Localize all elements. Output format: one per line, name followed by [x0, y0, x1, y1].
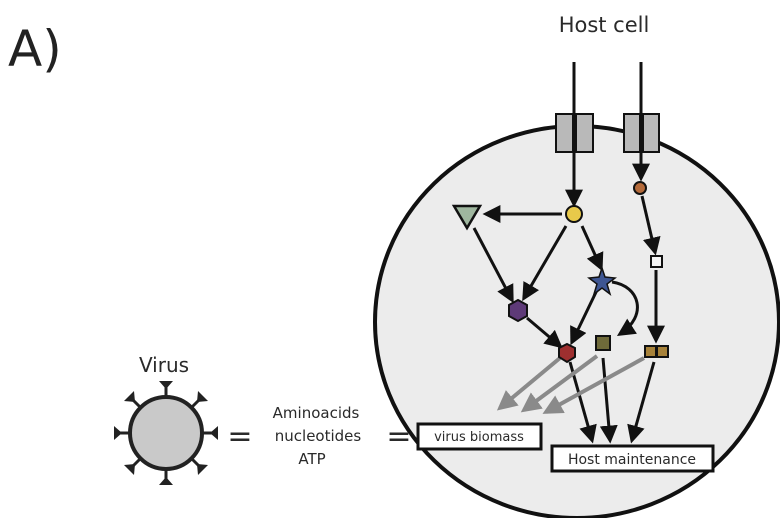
metabolite-yellow — [565, 205, 583, 223]
arrow-star-to-olive-curve — [611, 280, 639, 336]
virus-label: Virus — [139, 353, 189, 377]
gray-arrow-olive-to-biomass — [520, 354, 599, 413]
molecule-aminoacids: Aminoacids — [273, 404, 360, 422]
transporter-left — [555, 113, 594, 153]
virus-biomass-box — [416, 422, 543, 451]
arrow-triangle-to-purple — [472, 227, 514, 304]
equals-sign-right: = — [386, 419, 411, 454]
host-maintenance-box — [550, 444, 715, 473]
arrow-purple-to-red — [526, 316, 563, 349]
arrow-yellow-to-star — [580, 225, 604, 272]
arrow-olive-to-host — [599, 357, 618, 444]
metabolite-small-square — [650, 255, 663, 268]
molecule-atp: ATP — [298, 450, 325, 468]
arrow-orange-to-square — [640, 195, 661, 256]
panel-label: A) — [8, 20, 62, 78]
arrow-star-to-red — [570, 287, 600, 346]
gray-arrow-double-to-biomass — [542, 356, 645, 414]
metabolite-blue-star — [587, 265, 617, 296]
metabolite-orange — [633, 181, 647, 195]
metabolite-olive-square — [595, 335, 611, 351]
metabolite-triangle — [451, 204, 483, 231]
equals-sign-left: = — [227, 419, 252, 454]
host-maintenance-text: Host maintenance — [568, 452, 696, 468]
metabolite-purple-hexagon — [508, 298, 528, 323]
transporter-right — [623, 113, 660, 153]
gray-arrow-red-to-biomass — [496, 356, 562, 411]
metabolite-red-hexagon — [558, 342, 576, 364]
host-cell-label: Host cell — [559, 13, 650, 37]
arrow-yellow-to-purple — [522, 225, 568, 302]
metabolite-double-box — [644, 345, 669, 358]
molecule-nucleotides: nucleotides — [275, 427, 362, 445]
arrow-double-to-host — [627, 361, 656, 444]
virus-biomass-text: virus biomass — [434, 430, 524, 445]
virus-icon — [114, 381, 218, 485]
